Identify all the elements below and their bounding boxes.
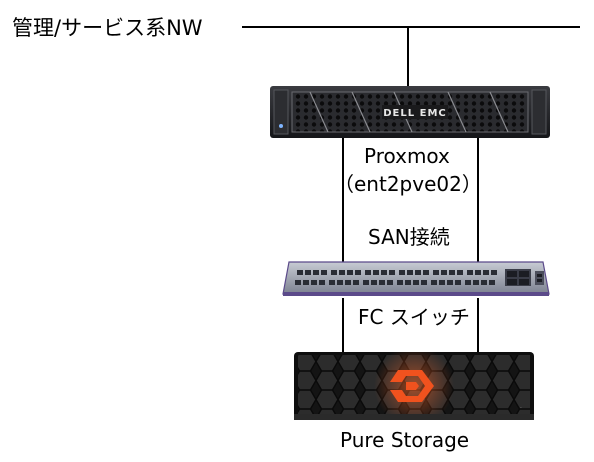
fc-switch-image: [282, 261, 550, 296]
network-label: 管理/サービス系NW: [12, 16, 203, 40]
server-host-label: （ent2pve02）: [334, 172, 482, 196]
pure-storage-image: ·: [294, 352, 534, 420]
dell-emc-logo: DELL EMC: [383, 108, 446, 119]
svg-text:·: ·: [520, 405, 522, 412]
pure-storage-logo: [390, 370, 434, 402]
san-label: SAN接続: [368, 225, 450, 249]
server-name-label: Proxmox: [364, 144, 450, 168]
pure-storage-label: Pure Storage: [340, 428, 470, 452]
fc-switch-label: FC スイッチ: [358, 305, 470, 329]
server-image: DELL EMC: [270, 86, 550, 138]
